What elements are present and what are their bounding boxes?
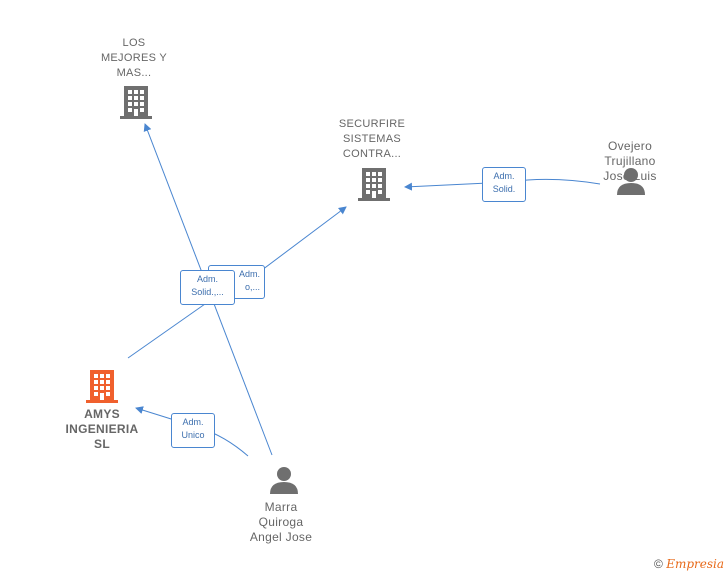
person-icon[interactable] — [616, 166, 646, 201]
node-label-line: Angel Jose — [249, 530, 313, 544]
badge-line: Adm. — [182, 417, 204, 427]
badge-line: Unico — [181, 430, 205, 440]
node-label-amys[interactable]: AMYS INGENIERIA SL — [52, 407, 152, 452]
node-label-los-mejores[interactable]: LOS MEJORES Y MAS... — [84, 36, 184, 81]
person-icon[interactable] — [269, 465, 299, 500]
node-label-line: Marra — [264, 500, 298, 514]
edge-badge-ovejero-securfire[interactable]: Adm. Solid. — [482, 167, 526, 202]
edge-badge-marra-losmejores[interactable]: Adm. Solid.,... — [180, 270, 235, 305]
node-label-marra[interactable]: Marra Quiroga Angel Jose — [231, 500, 331, 545]
badge-line: o,... — [244, 282, 260, 292]
building-icon[interactable] — [358, 166, 390, 207]
node-label-line: Quiroga — [258, 515, 304, 529]
watermark: © Empresia — [654, 557, 724, 571]
node-label-line: INGENIERIA — [65, 422, 139, 436]
node-label-line: Trujillano — [604, 154, 656, 168]
copyright-icon: © — [654, 557, 663, 571]
node-label-line: CONTRA... — [342, 148, 402, 160]
node-label-line: SISTEMAS — [342, 133, 402, 145]
node-label-line: SECURFIRE — [338, 118, 406, 130]
node-label-line: LOS — [122, 37, 146, 49]
building-icon[interactable] — [86, 368, 118, 409]
building-icon[interactable] — [120, 84, 152, 125]
node-label-line: Ovejero — [607, 139, 653, 153]
node-label-line: AMYS — [84, 407, 120, 421]
badge-line: Adm. — [238, 269, 260, 279]
edge-badge-marra-amys[interactable]: Adm. Unico — [171, 413, 215, 448]
badge-line: Adm. — [196, 274, 218, 284]
node-label-securfire[interactable]: SECURFIRE SISTEMAS CONTRA... — [322, 117, 422, 162]
badge-line: Adm. — [493, 171, 515, 181]
badge-line: Solid.,... — [191, 287, 224, 297]
badge-line: Solid. — [492, 184, 516, 194]
brand-logo: Empresia — [666, 557, 724, 571]
node-label-line: MAS... — [116, 67, 152, 79]
edge-junction-amys — [127, 303, 206, 359]
node-label-line: SL — [94, 437, 110, 451]
node-label-line: MEJORES Y — [100, 52, 168, 64]
